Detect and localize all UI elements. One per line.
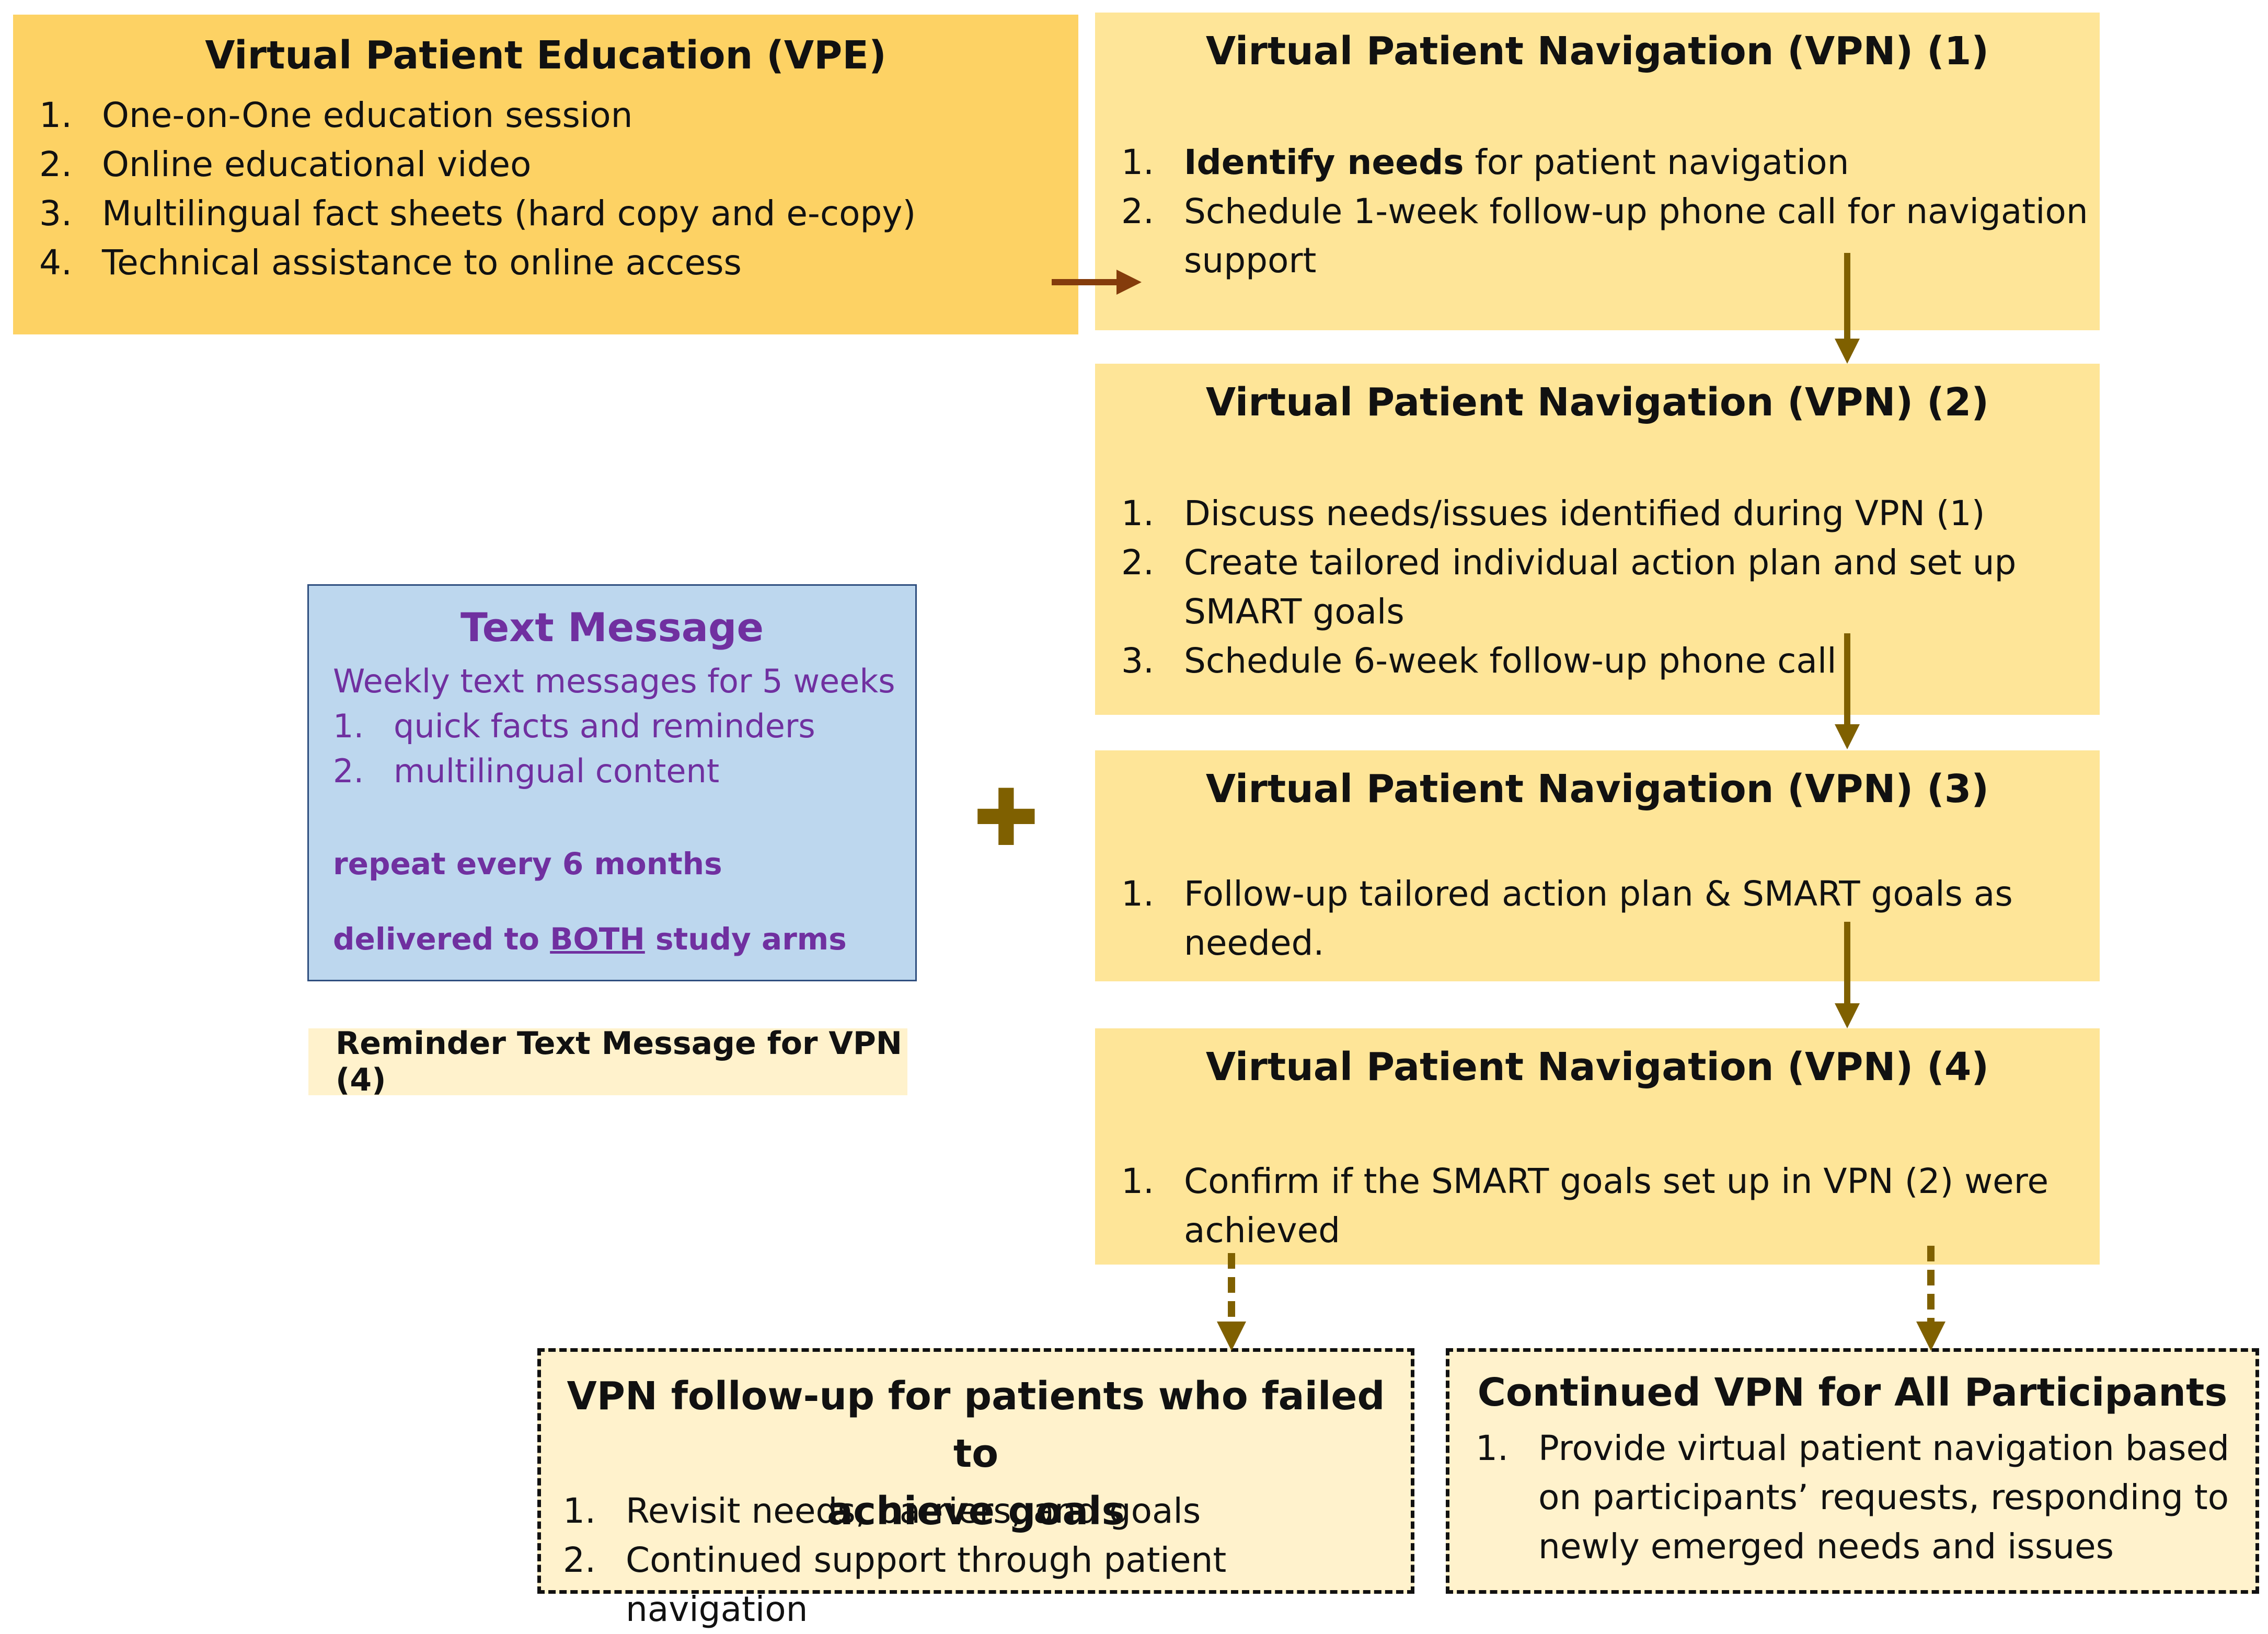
list-number: 1.	[1121, 142, 1154, 182]
list-number: 1.	[333, 707, 364, 745]
delivered-note: delivered to BOTH study arms	[333, 921, 847, 957]
list-text: Create tailored individual action plan a…	[1184, 542, 2017, 583]
continued-box: Continued VPN for All Participants 1. Pro…	[1446, 1348, 2259, 1594]
vpn4-title: Virtual Patient Navigation (VPN) (4)	[1205, 1045, 1989, 1090]
list-item: 1. One-on-One education session	[39, 91, 916, 140]
list-item: 1. Identify needs for patient navigation	[1121, 138, 2088, 187]
vpn2-title: Virtual Patient Navigation (VPN) (2)	[1205, 380, 1989, 425]
list-item: 1. Follow-up tailored action plan & SMART…	[1121, 870, 2013, 968]
delivered-text: study arms	[644, 921, 847, 957]
vpn2-box: Virtual Patient Navigation (VPN) (2) 1. D…	[1095, 364, 2100, 715]
list-number: 3.	[39, 193, 72, 234]
plus-icon: ✚	[973, 773, 1039, 864]
list-text: Discuss needs/issues identified during V…	[1184, 493, 1985, 534]
list-text: Provide virtual patient navigation based	[1538, 1428, 2230, 1468]
followup-title: VPN follow-up for patients who failed to…	[541, 1368, 1411, 1540]
vpe-title: Virtual Patient Education (VPE)	[205, 33, 887, 78]
vpn2-list: 1. Discuss needs/issues identified during…	[1121, 489, 2016, 686]
list-number: 2.	[1121, 542, 1154, 583]
list-text: newly emerged needs and issues	[1538, 1526, 2114, 1567]
followup-list: 1.Revisit needs, barriers, and goals 2.C…	[563, 1487, 1411, 1634]
text-message-intro: Weekly text messages for 5 weeks	[333, 662, 895, 700]
continued-title: Continued VPN for All Participants	[1477, 1370, 2228, 1415]
vpn3-box: Virtual Patient Navigation (VPN) (3) 1. F…	[1095, 750, 2100, 981]
list-text: Technical assistance to online access	[102, 242, 742, 283]
followup-title-line: VPN follow-up for patients who failed to	[567, 1374, 1385, 1476]
list-number: 2.	[39, 144, 72, 184]
list-item: 1. quick facts and reminders	[333, 704, 815, 749]
list-text: achieved	[1184, 1210, 1341, 1250]
list-text-bold: Identify needs	[1184, 142, 1464, 182]
continued-list: 1. Provide virtual patient navigation bas…	[1476, 1424, 2229, 1571]
vpn1-box: Virtual Patient Navigation (VPN) (1) 1. I…	[1095, 13, 2100, 330]
list-text: Schedule 6-week follow-up phone call	[1184, 641, 1837, 681]
list-item: 1. Discuss needs/issues identified during…	[1121, 489, 2016, 538]
reminder-label: Reminder Text Message for VPN (4)	[336, 1025, 903, 1098]
list-number: 2.	[333, 752, 364, 790]
list-text: Follow-up tailored action plan & SMART g…	[1184, 874, 2013, 914]
list-text: One-on-One education session	[102, 95, 633, 135]
list-number: 4.	[39, 242, 72, 283]
list-text: Schedule 1-week follow-up phone call for…	[1184, 191, 2088, 231]
list-text: multilingual content	[394, 752, 720, 790]
vpn1-title: Virtual Patient Navigation (VPN) (1)	[1205, 29, 1989, 74]
repeat-note: repeat every 6 months	[333, 846, 722, 882]
list-item: 1. Provide virtual patient navigation bas…	[1476, 1424, 2229, 1571]
list-text: for patient navigation	[1464, 142, 1849, 182]
list-text: Online educational video	[102, 144, 532, 184]
reminder-box: Reminder Text Message for VPN (4)	[308, 1025, 907, 1098]
text-message-title: Text Message	[460, 604, 764, 651]
list-item: 2. Create tailored individual action plan…	[1121, 538, 2016, 636]
list-number: 1.	[563, 1491, 596, 1531]
list-item: 3. Schedule 6-week follow-up phone call	[1121, 636, 2016, 686]
list-text: support	[1184, 240, 1317, 281]
vpn3-list: 1. Follow-up tailored action plan & SMART…	[1121, 870, 2013, 968]
list-number: 2.	[563, 1540, 596, 1580]
list-text: Revisit needs, barriers, and goals	[626, 1491, 1201, 1531]
list-number: 1.	[1476, 1428, 1509, 1468]
text-message-list: 1. quick facts and reminders 2. multilingu…	[333, 704, 815, 794]
followup-box: VPN follow-up for patients who failed to…	[537, 1348, 1414, 1629]
text-message-box: Text Message Weekly text messages for 5 …	[307, 584, 917, 981]
list-item: 1. Confirm if the SMART goals set up in V…	[1121, 1157, 2048, 1255]
list-text: on participants’ requests, responding to	[1538, 1477, 2229, 1517]
vpe-box: Virtual Patient Education (VPE) 1. One-on…	[13, 15, 1078, 334]
vpn4-box: Virtual Patient Navigation (VPN) (4) 1. C…	[1095, 1028, 2100, 1265]
list-number: 1.	[1121, 493, 1154, 534]
list-text: Confirm if the SMART goals set up in VPN…	[1184, 1161, 2049, 1201]
list-text: SMART goals	[1184, 592, 1404, 632]
vpe-list: 1. One-on-One education session 2. Online …	[39, 91, 916, 287]
list-item: 2. multilingual content	[333, 749, 815, 794]
list-text: needed.	[1184, 923, 1325, 963]
list-number: 3.	[1121, 641, 1154, 681]
list-item: 3. Multilingual fact sheets (hard copy an…	[39, 189, 916, 238]
followup-title-line: achieve goals	[827, 1489, 1125, 1534]
list-text: Multilingual fact sheets (hard copy and …	[102, 193, 916, 234]
delivered-text: delivered to	[333, 921, 550, 957]
delivered-both: BOTH	[550, 921, 645, 957]
list-item: 1. Revisit needs, barriers, and goals	[563, 1487, 1411, 1536]
vpn4-list: 1. Confirm if the SMART goals set up in V…	[1121, 1157, 2048, 1255]
vpn3-title: Virtual Patient Navigation (VPN) (3)	[1205, 767, 1989, 812]
list-item: 4. Technical assistance to online access	[39, 238, 916, 287]
list-number: 2.	[1121, 191, 1154, 231]
list-number: 1.	[39, 95, 72, 135]
list-item: 2. Schedule 1-week follow-up phone call f…	[1121, 187, 2088, 285]
vpn1-list: 1.Identify needs for patient navigation …	[1121, 138, 2088, 285]
list-item: 2. Online educational video	[39, 140, 916, 189]
list-text: quick facts and reminders	[394, 707, 815, 745]
list-number: 1.	[1121, 874, 1154, 914]
list-number: 1.	[1121, 1161, 1154, 1201]
